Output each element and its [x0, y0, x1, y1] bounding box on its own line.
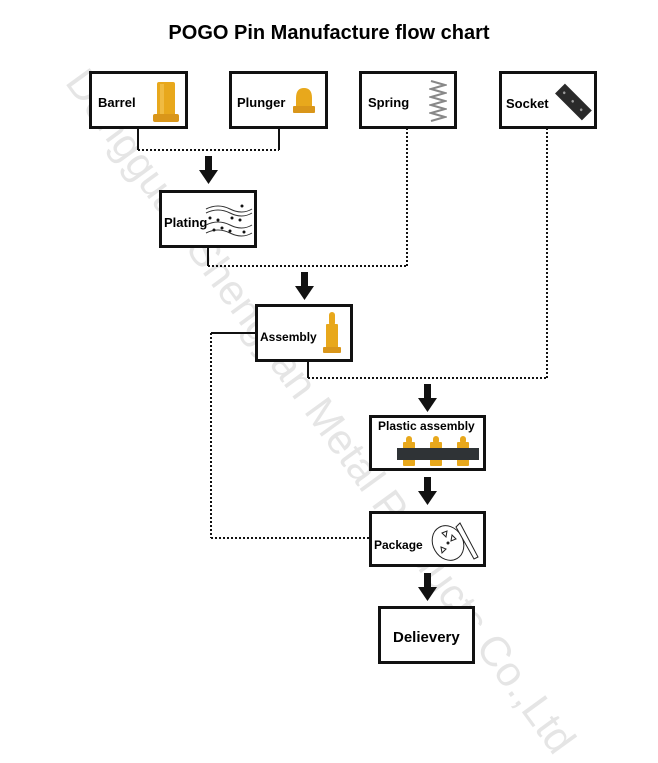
node-barrel: Barrel	[89, 71, 188, 129]
node-plunger: Plunger	[229, 71, 328, 129]
node-label: Plastic assembly	[378, 419, 475, 433]
node-package: Package	[369, 511, 486, 567]
pogo-pin-icon	[323, 312, 341, 353]
node-label: Delievery	[393, 629, 460, 646]
node-plating: Plating	[159, 190, 257, 248]
node-delivery: Delievery	[378, 606, 475, 664]
spring-icon	[429, 80, 447, 122]
arrow-to-plating	[199, 156, 218, 184]
node-label: Socket	[506, 96, 549, 111]
connector-assembly-package-bypass	[210, 332, 371, 539]
node-label: Plating	[164, 215, 208, 230]
node-label: Assembly	[260, 330, 317, 344]
tape-reel-icon	[431, 522, 479, 561]
node-plastic-assembly: Plastic assembly	[369, 415, 486, 471]
node-socket: Socket	[499, 71, 597, 129]
arrow-to-plastic-assembly	[418, 384, 437, 412]
plating-icon	[205, 204, 253, 237]
node-label: Barrel	[98, 95, 136, 110]
plunger-icon	[293, 88, 315, 113]
node-spring: Spring	[359, 71, 457, 129]
pin-array-icon	[397, 436, 479, 466]
node-assembly: Assembly	[255, 304, 353, 362]
node-label: Plunger	[237, 95, 286, 110]
barrel-icon	[153, 82, 179, 122]
chart-title: POGO Pin Manufacture flow chart	[168, 22, 490, 44]
arrow-to-package	[418, 477, 437, 505]
connector-assembly-socket	[307, 128, 548, 379]
connectors	[137, 128, 548, 601]
arrow-to-delivery	[418, 573, 437, 601]
connector-barrel-plunger	[137, 128, 280, 151]
arrow-to-assembly	[295, 272, 314, 300]
node-label: Package	[374, 538, 423, 552]
connector-plating-spring	[207, 128, 408, 267]
socket-icon	[555, 83, 592, 121]
node-label: Spring	[368, 95, 410, 110]
